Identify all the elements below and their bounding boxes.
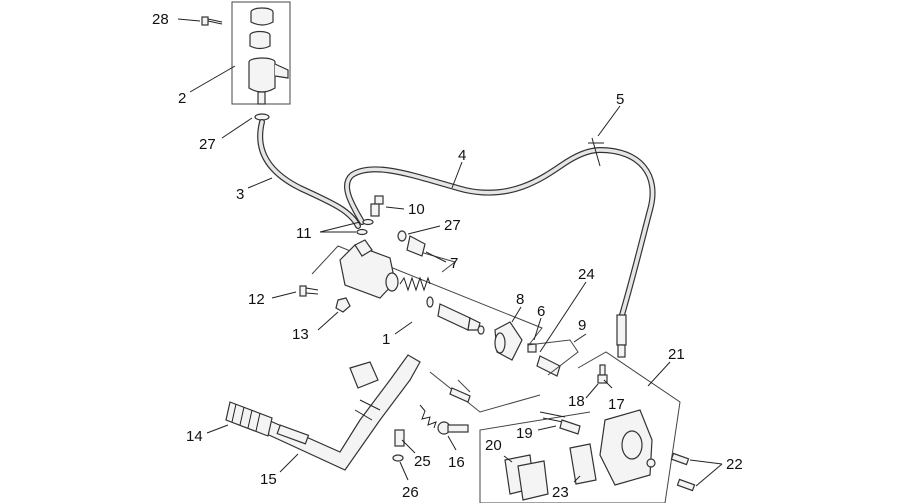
- pedal-bolt-16: [437, 421, 469, 435]
- return-spring: [399, 276, 431, 292]
- callout-13: 13: [292, 326, 309, 343]
- caliper-mount: [646, 458, 656, 468]
- callout-7: 7: [450, 255, 458, 272]
- callout-3: 3: [236, 186, 244, 203]
- hose-4-inner: [345, 148, 655, 317]
- pedal-assembly: [225, 354, 541, 471]
- circlip: [477, 325, 485, 335]
- callout-4: 4: [458, 147, 466, 164]
- washer-26: [392, 454, 404, 462]
- callout-25: 25: [414, 453, 431, 470]
- pushrod-24: [536, 355, 561, 377]
- callout-22: 22: [726, 456, 743, 473]
- reservoir-outlet: [257, 91, 266, 105]
- callout-27a: 27: [199, 136, 216, 153]
- screw-28: [201, 16, 223, 26]
- callout-9: 9: [578, 317, 586, 334]
- callout-21: 21: [668, 346, 685, 363]
- callout-24: 24: [578, 266, 595, 283]
- callout-12: 12: [248, 291, 265, 308]
- seal-washer: [426, 296, 434, 308]
- reservoir-cap-body: [250, 12, 274, 26]
- callout-6: 6: [537, 303, 545, 320]
- pushrod-link-outline: [429, 371, 541, 413]
- copper-washer-11a: [362, 218, 374, 226]
- callout-15: 15: [260, 471, 277, 488]
- screw-12: [299, 285, 319, 297]
- banjo-fitting-7: [406, 235, 426, 257]
- pedal-stub: [276, 424, 310, 445]
- bleed-bolt-10: [370, 195, 384, 217]
- caliper-assembly: [479, 351, 696, 503]
- leader-lines: [177, 18, 723, 487]
- hose-end-nut: [617, 344, 626, 358]
- reservoir-diaphragm-body: [249, 35, 271, 50]
- pad-pins-19: [539, 411, 581, 435]
- callout-23: 23: [552, 484, 569, 501]
- callout-28: 28: [152, 11, 169, 28]
- pedal-pivot-block: [349, 361, 379, 389]
- pedal-slot: [354, 399, 381, 421]
- brake-pedal-lever: [231, 354, 421, 471]
- callout-10: 10: [408, 201, 425, 218]
- master-cylinder-bore: [385, 272, 399, 292]
- callout-2: 2: [178, 90, 186, 107]
- nut-13: [335, 297, 351, 313]
- dust-boot-end: [494, 332, 506, 354]
- caliper-bolts-22: [670, 452, 696, 492]
- reservoir-body: [248, 62, 276, 93]
- piston: [437, 303, 471, 331]
- callout-16: 16: [448, 454, 465, 471]
- callout-20: 20: [485, 437, 502, 454]
- master-cylinder-assembly: [299, 195, 579, 377]
- pedal-rubber-14: [225, 401, 273, 437]
- copper-washer-11b: [356, 228, 368, 236]
- hoses: [257, 119, 656, 358]
- hose-3-inner: [258, 120, 360, 228]
- pedal-rubber-ribs: [231, 403, 261, 432]
- caliper-piston: [621, 430, 643, 460]
- bolt-25: [394, 429, 405, 447]
- caliper-group-outline: [479, 351, 681, 503]
- reservoir-bracket: [274, 63, 289, 79]
- pushrod-group-outline: [527, 339, 579, 376]
- nut-6: [527, 343, 537, 353]
- callout-11: 11: [296, 225, 312, 242]
- brake-pads-20: [504, 454, 549, 501]
- callout-27b: 27: [444, 217, 461, 234]
- callout-18: 18: [568, 393, 585, 410]
- reservoir-assembly: [201, 1, 291, 121]
- callout-1: 1: [382, 331, 390, 348]
- bleeder-valve-18: [597, 364, 608, 384]
- pushrod-clevis: [449, 387, 471, 403]
- callout-19: 19: [516, 425, 533, 442]
- hose-clip-5: [588, 137, 604, 167]
- callout-8: 8: [516, 291, 524, 308]
- callout-labels: 28 2 27 3 4 5 10 11 27 7 12 13 1 8 6 24 …: [152, 11, 743, 501]
- hose-end-fitting: [616, 314, 627, 346]
- callout-17: 17: [608, 396, 625, 413]
- callout-14: 14: [186, 428, 203, 445]
- anti-squeal-shim-23: [569, 443, 597, 485]
- pedal-spring-16: [419, 404, 437, 429]
- callout-26: 26: [402, 484, 419, 501]
- master-cylinder-inlet: [354, 239, 373, 257]
- washer-27: [397, 230, 407, 242]
- callout-5: 5: [616, 91, 624, 108]
